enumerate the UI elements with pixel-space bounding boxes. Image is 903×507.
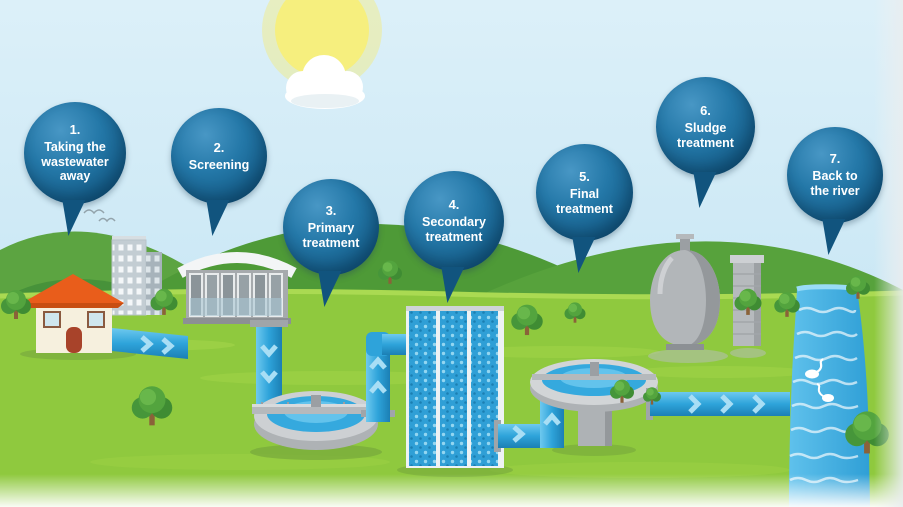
step-bubble-6[interactable]: 6. Sludge treatment	[656, 77, 755, 176]
house-roof	[22, 274, 124, 303]
step-2-number: 2.	[213, 139, 225, 155]
step-bubble-4[interactable]: 4. Secondary treatment	[404, 171, 504, 271]
swans	[805, 358, 834, 402]
house-window	[43, 311, 61, 328]
step-6-number: 6.	[700, 102, 711, 118]
birds	[83, 209, 116, 223]
house-window	[87, 311, 105, 328]
step-1-number: 1.	[69, 121, 81, 137]
step-1-label: Taking the wastewater away	[41, 139, 109, 184]
cloud	[285, 55, 365, 109]
pipe-final-to-river	[646, 388, 790, 420]
house	[20, 274, 136, 360]
right-edge-fade	[874, 0, 903, 507]
pipe-secondary-to-final	[494, 392, 564, 452]
step-7-label: Back to the river	[810, 169, 860, 198]
bottom-fade	[0, 474, 903, 507]
house-door	[66, 327, 82, 353]
step-3-number: 3.	[325, 203, 337, 219]
step-7-number: 7.	[829, 151, 841, 167]
step-bubble-3[interactable]: 3. Primary treatment	[283, 179, 379, 275]
step-4-number: 4.	[448, 197, 460, 213]
screening-building	[177, 252, 297, 324]
sludge-digester	[650, 234, 720, 350]
step-3-label: Primary treatment	[302, 221, 360, 250]
sun	[262, 0, 382, 90]
river	[789, 284, 870, 507]
step-4-label: Secondary treatment	[422, 215, 486, 244]
secondary-treatment-tanks	[406, 306, 504, 468]
step-5-label: Final treatment	[556, 186, 613, 216]
step-bubble-7[interactable]: 7. Back to the river	[787, 127, 883, 223]
step-5-number: 5.	[579, 168, 590, 184]
step-bubble-5[interactable]: 5. Final treatment	[536, 144, 633, 241]
pipe-house-to-screening	[112, 328, 188, 359]
step-bubble-2[interactable]: 2. Screening	[171, 108, 267, 204]
step-2-label: Screening	[188, 157, 250, 172]
step-bubble-1[interactable]: 1. Taking the wastewater away	[24, 102, 126, 204]
step-6-label: Sludge treatment	[677, 120, 734, 150]
city-building	[111, 236, 162, 316]
pipe-screening-to-primary	[250, 320, 288, 406]
primary-treatment-tank	[252, 391, 380, 450]
